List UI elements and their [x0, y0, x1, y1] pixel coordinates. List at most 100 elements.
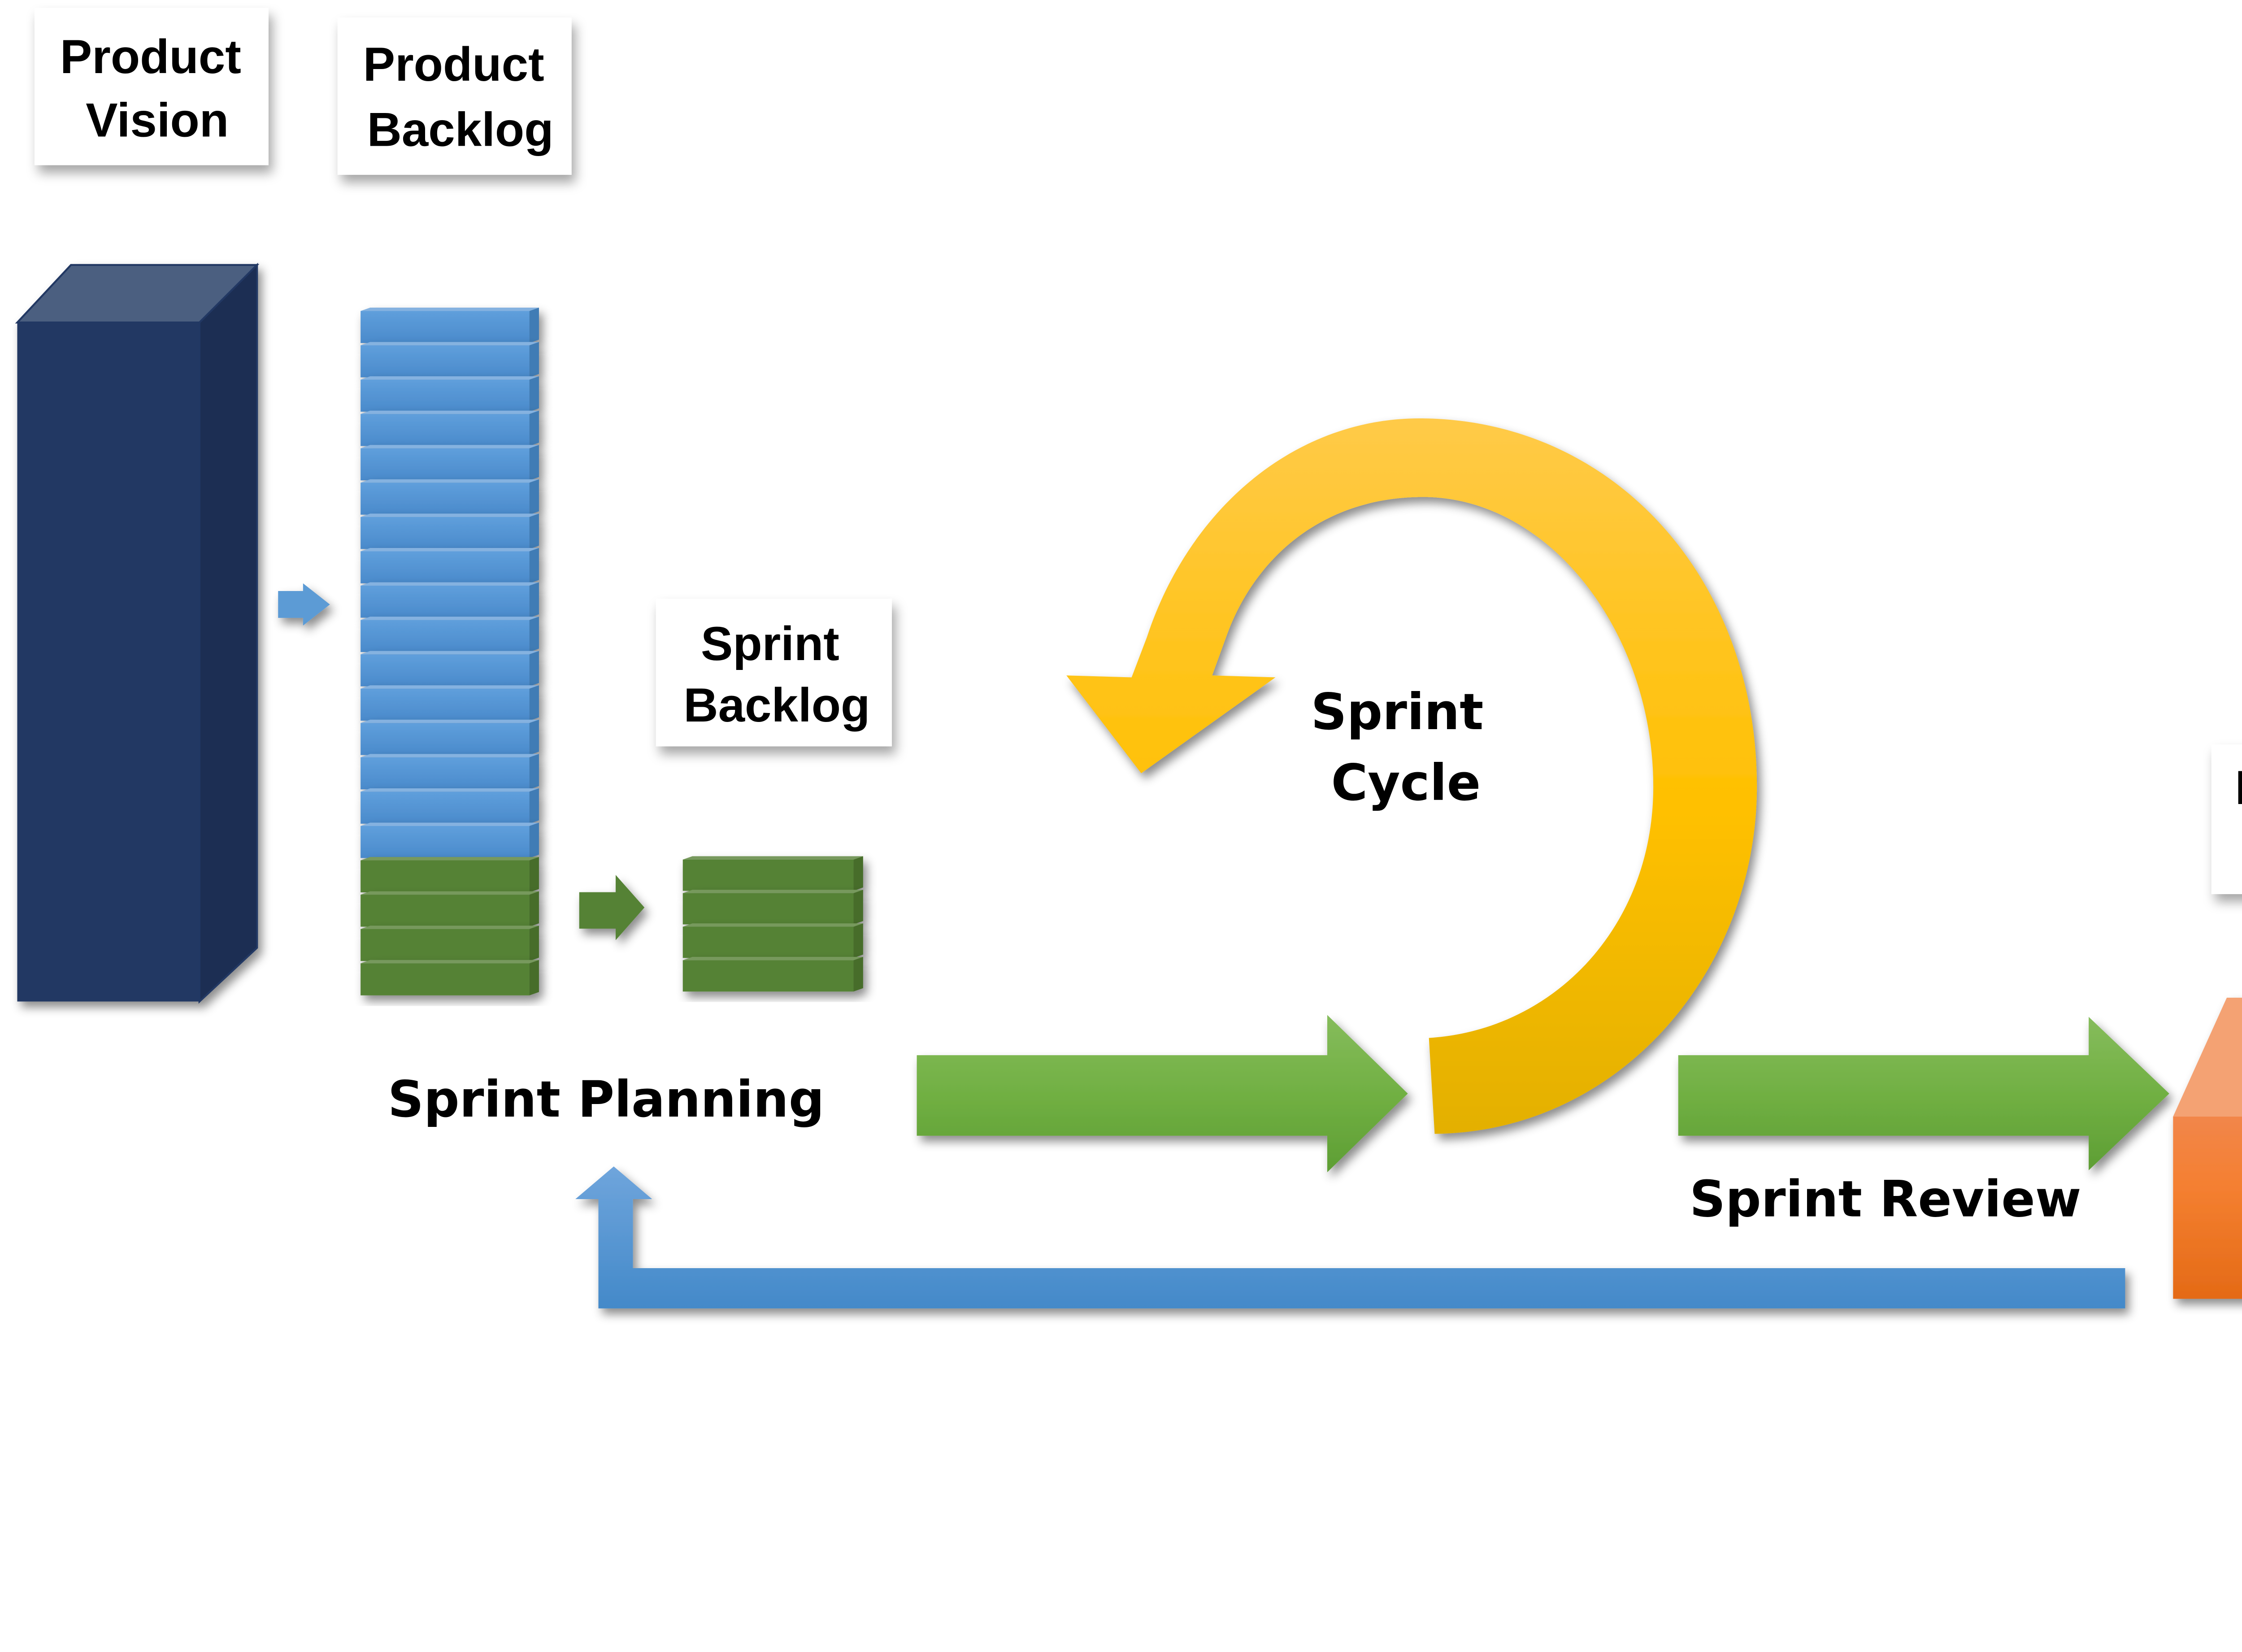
- sprint-backlog-item-top: [682, 923, 863, 927]
- backlog-item-green-front: [361, 963, 530, 996]
- backlog-item-blue-side: [529, 788, 539, 824]
- backlog-item-blue: [361, 410, 539, 446]
- sprint-backlog-item-top: [682, 956, 863, 961]
- backlog-item-blue-top: [361, 342, 539, 346]
- backlog-item-blue: [361, 479, 539, 515]
- backlog-item-blue-side: [529, 719, 539, 755]
- backlog-item-blue-front: [361, 826, 530, 858]
- backlog-item-blue-top: [361, 445, 539, 448]
- backlog-item-blue-top: [361, 719, 539, 723]
- sprint-backlog-item-front: [682, 926, 854, 958]
- label-sprint-backlog: [656, 599, 892, 747]
- backlog-item-blue: [361, 376, 539, 412]
- backlog-item-blue: [361, 754, 539, 790]
- backlog-item-blue-top: [361, 479, 539, 483]
- product-vision-block: [15, 262, 260, 1004]
- sprint-backlog-item-side: [853, 890, 863, 925]
- backlog-item-blue: [361, 651, 539, 687]
- product-backlog-stack: [361, 308, 539, 996]
- label-product-vision: [34, 8, 269, 165]
- backlog-item-blue-top: [361, 685, 539, 689]
- backlog-item-green-top: [361, 960, 539, 964]
- backlog-item-blue: [361, 342, 539, 378]
- backlog-item-blue: [361, 719, 539, 755]
- sprint-backlog-item-side: [853, 923, 863, 958]
- backlog-item-blue-top: [361, 754, 539, 757]
- sprint-planning-label: Sprint Planning: [388, 1071, 825, 1129]
- backlog-item-blue-top: [361, 513, 539, 517]
- backlog-item-blue-front: [361, 551, 530, 583]
- backlog-item-blue: [361, 822, 539, 858]
- feedback-arrow: [575, 1166, 2125, 1309]
- label-product-code-text: Product Code: [2235, 761, 2242, 878]
- backlog-item-blue-side: [529, 342, 539, 378]
- label-product-code: [2211, 744, 2242, 894]
- backlog-item-blue-side: [529, 445, 539, 481]
- backlog-item-green-top: [361, 891, 539, 895]
- backlog-item-green: [361, 891, 539, 927]
- sprint-backlog-stack: [682, 856, 863, 992]
- sprint-cycle-label: Sprint Cycle: [1311, 683, 1501, 812]
- backlog-item-blue-front: [361, 688, 530, 721]
- backlog-item-blue-side: [529, 548, 539, 583]
- backlog-item-blue-front: [361, 791, 530, 824]
- label-product-vision-text: Product Vision: [60, 30, 255, 147]
- backlog-item-blue-top: [361, 410, 539, 414]
- sprint-backlog-item: [682, 856, 863, 891]
- backlog-item-blue: [361, 685, 539, 721]
- backlog-item-blue-side: [529, 513, 539, 549]
- sprint-backlog-item: [682, 956, 863, 992]
- backlog-item-green-front: [361, 895, 530, 927]
- backlog-item-blue: [361, 445, 539, 481]
- backlog-item-blue-front: [361, 379, 530, 412]
- backlog-item-green-top: [361, 857, 539, 861]
- backlog-item-blue-front: [361, 723, 530, 755]
- backlog-item-blue-front: [361, 654, 530, 687]
- backlog-item-blue-front: [361, 448, 530, 481]
- backlog-item-blue-top: [361, 376, 539, 380]
- sprint-backlog-item-side: [853, 956, 863, 992]
- product-vision-side: [198, 262, 258, 1004]
- backlog-item-blue-side: [529, 376, 539, 412]
- backlog-item-blue-side: [529, 479, 539, 515]
- backlog-item-blue: [361, 617, 539, 652]
- backlog-item-blue-top: [361, 788, 539, 792]
- backlog-item-blue: [361, 788, 539, 824]
- backlog-item-blue-top: [361, 582, 539, 586]
- sprint-review-label: Sprint Review: [1690, 1170, 2081, 1228]
- sprint-backlog-item-front: [682, 893, 854, 925]
- backlog-item-green-side: [529, 891, 539, 927]
- backlog-item-green: [361, 960, 539, 996]
- backlog-item-blue: [361, 308, 539, 343]
- sprint-backlog-item-side: [853, 856, 863, 891]
- backlog-item-blue: [361, 513, 539, 549]
- backlog-item-green: [361, 857, 539, 892]
- backlog-item-green: [361, 926, 539, 961]
- backlog-item-blue-front: [361, 414, 530, 446]
- backlog-item-blue-top: [361, 308, 539, 311]
- product-code-cube-front: [2173, 1117, 2242, 1299]
- backlog-item-blue-top: [361, 822, 539, 826]
- backlog-item-green-side: [529, 960, 539, 996]
- backlog-item-blue-side: [529, 617, 539, 652]
- sprint-backlog-item-front: [682, 960, 854, 992]
- backlog-item-blue-front: [361, 483, 530, 515]
- sprint-backlog-item-top: [682, 856, 863, 860]
- backlog-item-blue-top: [361, 617, 539, 620]
- sprint-backlog-item: [682, 890, 863, 925]
- label-product-backlog: [337, 17, 572, 175]
- backlog-item-blue-top: [361, 548, 539, 552]
- backlog-item-blue-side: [529, 410, 539, 446]
- backlog-item-blue-side: [529, 685, 539, 721]
- product-vision-front: [17, 322, 200, 1002]
- backlog-item-blue-front: [361, 517, 530, 549]
- backlog-item-blue-front: [361, 345, 530, 378]
- backlog-item-blue-top: [361, 651, 539, 655]
- product-code-cube: [2173, 997, 2242, 1299]
- backlog-item-blue: [361, 548, 539, 583]
- backlog-item-green-front: [361, 929, 530, 961]
- backlog-item-blue-side: [529, 582, 539, 618]
- backlog-item-blue-front: [361, 757, 530, 790]
- vision-to-backlog-arrow-icon: [278, 583, 330, 626]
